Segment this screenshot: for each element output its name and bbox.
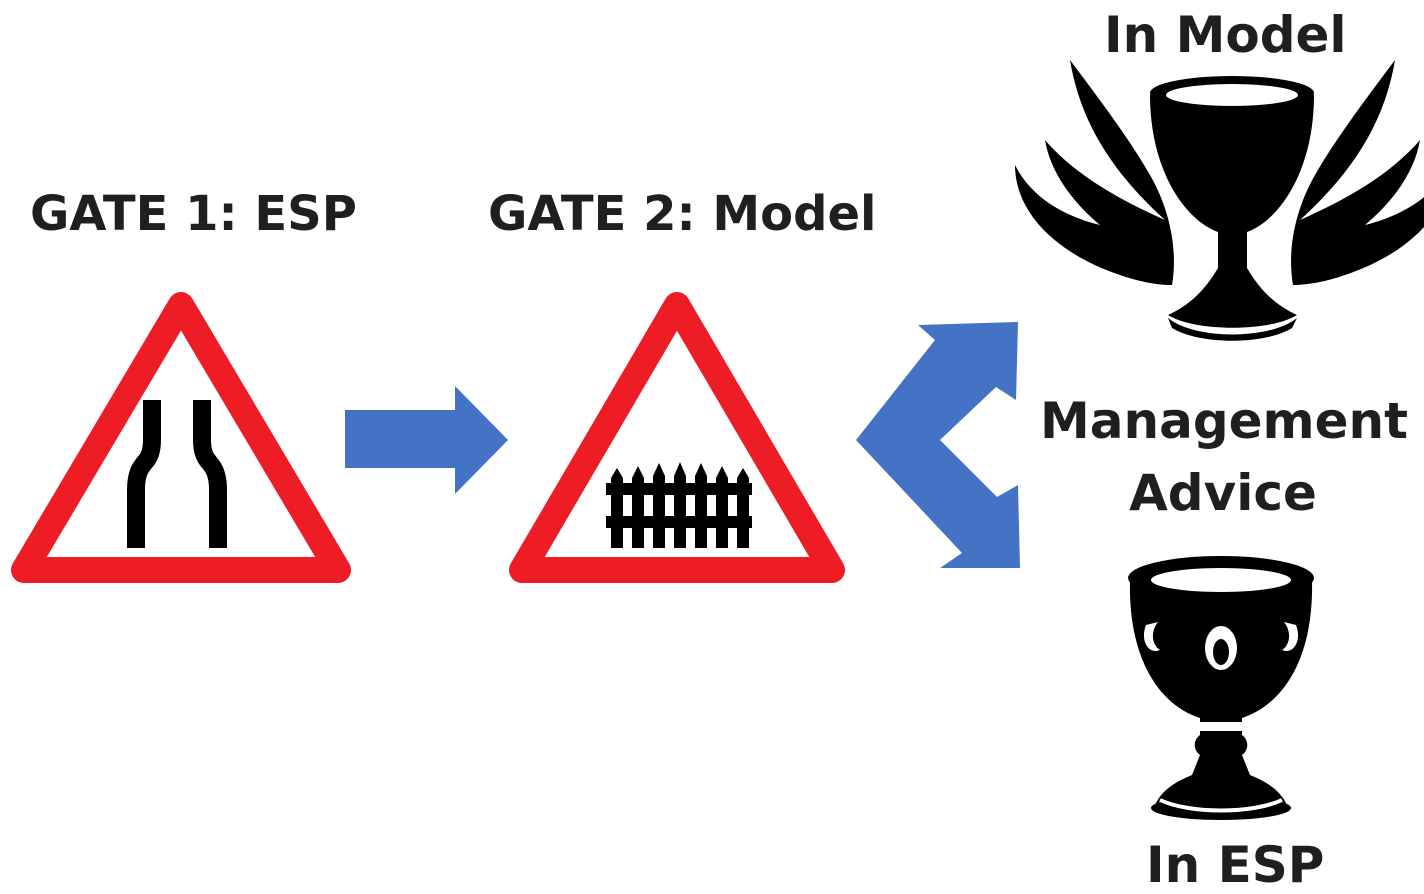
gate1-warning-sign bbox=[11, 292, 351, 583]
in-model-label: In Model bbox=[1104, 6, 1347, 64]
management-advice-line1: Management bbox=[1040, 392, 1409, 450]
fence-gate-icon bbox=[606, 462, 752, 548]
flow-arrow-right bbox=[345, 386, 508, 494]
gate2-title: GATE 2: Model bbox=[488, 186, 877, 242]
management-advice-label: Management Advice bbox=[1040, 385, 1409, 529]
gate2-warning-sign bbox=[509, 292, 845, 583]
road-narrows-icon bbox=[127, 400, 227, 548]
split-arrow bbox=[856, 322, 1020, 568]
in-esp-label: In ESP bbox=[1146, 836, 1325, 894]
management-advice-line2: Advice bbox=[1129, 464, 1317, 522]
ornate-chalice-icon bbox=[1128, 556, 1314, 820]
gate1-title: GATE 1: ESP bbox=[30, 186, 357, 242]
winged-grail-icon bbox=[1015, 60, 1424, 341]
